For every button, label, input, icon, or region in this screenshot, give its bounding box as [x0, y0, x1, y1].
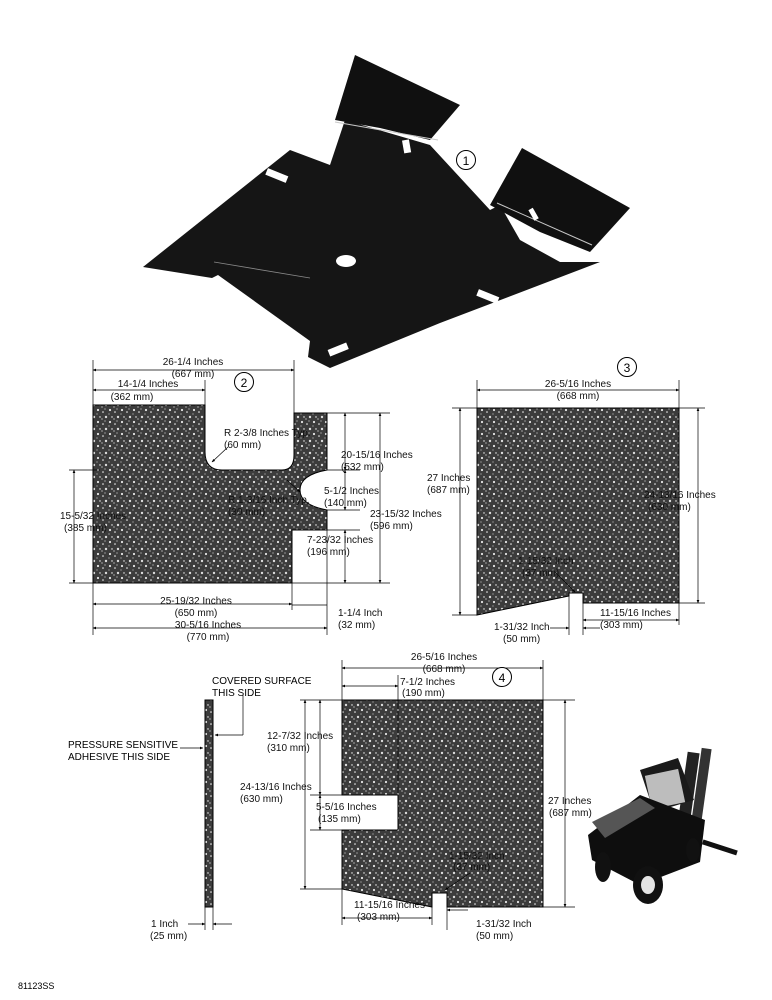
adhesive-label-1: PRESSURE SENSITIVE: [68, 740, 179, 751]
p2-radius-small-in: R 1-3/16 Inch Typ.: [228, 495, 310, 506]
p4-top-off-in: 7-1/2 Inches: [400, 677, 456, 688]
p3-bottom-in: 11-15/16 Inches: [600, 608, 671, 619]
p4-notch-in: 1-15/32 Inch: [449, 851, 505, 862]
p3-bottom-mm: (303 mm): [600, 620, 643, 631]
p2-overall-width-in: 26-1/4 Inches: [162, 357, 224, 368]
p2-offset-mm: (32 mm): [338, 620, 376, 631]
section-strip: [204, 699, 214, 908]
p2-overall-width-mm: (667 mm): [171, 369, 215, 380]
callout-4: 4: [492, 667, 512, 687]
covered-surface-label-1: COVERED SURFACE: [212, 676, 312, 687]
p2-notch-width-mm: (362 mm): [110, 392, 154, 403]
p2-height-d-in: 7-23/32 Inches: [307, 535, 374, 546]
part-2-panel: [69, 360, 390, 635]
part-4-panel: [300, 660, 575, 930]
p4-left-height-mm: (630 mm): [240, 794, 283, 805]
callout-1: 1: [456, 150, 476, 170]
p3-notch-w-in: 1-31/32 Inch: [494, 622, 550, 633]
section-view: [180, 695, 244, 930]
p3-right-height-mm: (630 mm): [648, 502, 691, 513]
p2-height-b-mm: (140 mm): [324, 498, 367, 509]
p2-height-c-in: 23-15/32 Inches: [370, 509, 442, 520]
p2-height-a-in: 20-15/16 Inches: [341, 450, 413, 461]
mat-main-body: [143, 120, 600, 368]
p2-radius-small-mm: (30 mm): [228, 507, 266, 518]
p4-cut-mm: (135 mm): [318, 814, 361, 825]
part-3-panel: [452, 380, 705, 635]
figure-id: 81123SS: [18, 981, 55, 991]
p4-bottom-mm: (303 mm): [357, 912, 400, 923]
floor-mat-3d: [143, 55, 630, 368]
section-thickness-mm: (25 mm): [150, 931, 188, 942]
p2-bottom-b-mm: (770 mm): [186, 632, 230, 643]
p4-width-mm: (668 mm): [422, 664, 466, 675]
p4-right-height-in: 27 Inches: [548, 796, 592, 807]
p2-height-c-mm: (596 mm): [370, 521, 413, 532]
forklift-illustration: [588, 747, 738, 904]
p2-left-height-in: 15-5/32 Inches: [60, 511, 127, 522]
p3-right-height-in: 24-13/16 Inches: [644, 490, 716, 501]
p3-left-height-in: 27 Inches: [427, 473, 471, 484]
callout-2: 2: [234, 372, 254, 392]
p4-cut-in: 5-5/16 Inches: [316, 802, 377, 813]
p4-upper-in: 12-7/32 Inches: [267, 731, 334, 742]
mat-right-flap: [490, 148, 630, 252]
p2-height-b-in: 5-1/2 Inches: [324, 486, 380, 497]
callout-3: 3: [617, 357, 637, 377]
part-2-shape: [92, 404, 328, 584]
p2-offset-in: 1-1/4 Inch: [338, 608, 383, 619]
p2-notch-width-in: 14-1/4 Inches: [117, 379, 179, 390]
p2-height-a-mm: (532 mm): [341, 462, 384, 473]
p4-notch-mm: (37 mm): [453, 862, 491, 873]
p4-left-height-in: 24-13/16 Inches: [240, 782, 312, 793]
p4-upper-mm: (310 mm): [267, 743, 310, 754]
adhesive-label-2: ADHESIVE THIS SIDE: [68, 752, 171, 763]
p2-bottom-a-mm: (650 mm): [174, 608, 218, 619]
mat-left-flap: [335, 55, 460, 140]
covered-surface-label-2: THIS SIDE: [212, 688, 261, 699]
p2-radius-large-mm: (60 mm): [224, 440, 262, 451]
p4-notch-w-in: 1-31/32 Inch: [476, 919, 532, 930]
section-thickness-in: 1 Inch: [151, 919, 179, 930]
p2-radius-large-in: R 2-3/8 Inches Typ.: [224, 428, 311, 439]
p2-bottom-a-in: 25-19/32 Inches: [160, 596, 232, 607]
part-3-shape: [476, 407, 680, 616]
p3-notch-w-mm: (50 mm): [503, 634, 541, 645]
p3-width-in: 26-5/16 Inches: [544, 379, 612, 390]
p3-width-mm: (668 mm): [556, 391, 600, 402]
p2-bottom-b-in: 30-5/16 Inches: [174, 620, 242, 631]
p2-height-d-mm: (196 mm): [307, 547, 350, 558]
p4-width-in: 26-5/16 Inches: [410, 652, 478, 663]
p4-right-height-mm: (687 mm): [549, 808, 592, 819]
p3-left-height-mm: (687 mm): [427, 485, 470, 496]
p4-bottom-in: 11-15/16 Inches: [354, 900, 425, 911]
p4-notch-w-mm: (50 mm): [476, 931, 514, 942]
p3-notch-mm: (37 mm): [522, 568, 560, 579]
p4-top-off-mm: (190 mm): [402, 688, 445, 699]
p3-notch-in: 1-15/32 Inch: [518, 556, 574, 567]
p2-left-height-mm: (385 mm): [64, 523, 107, 534]
